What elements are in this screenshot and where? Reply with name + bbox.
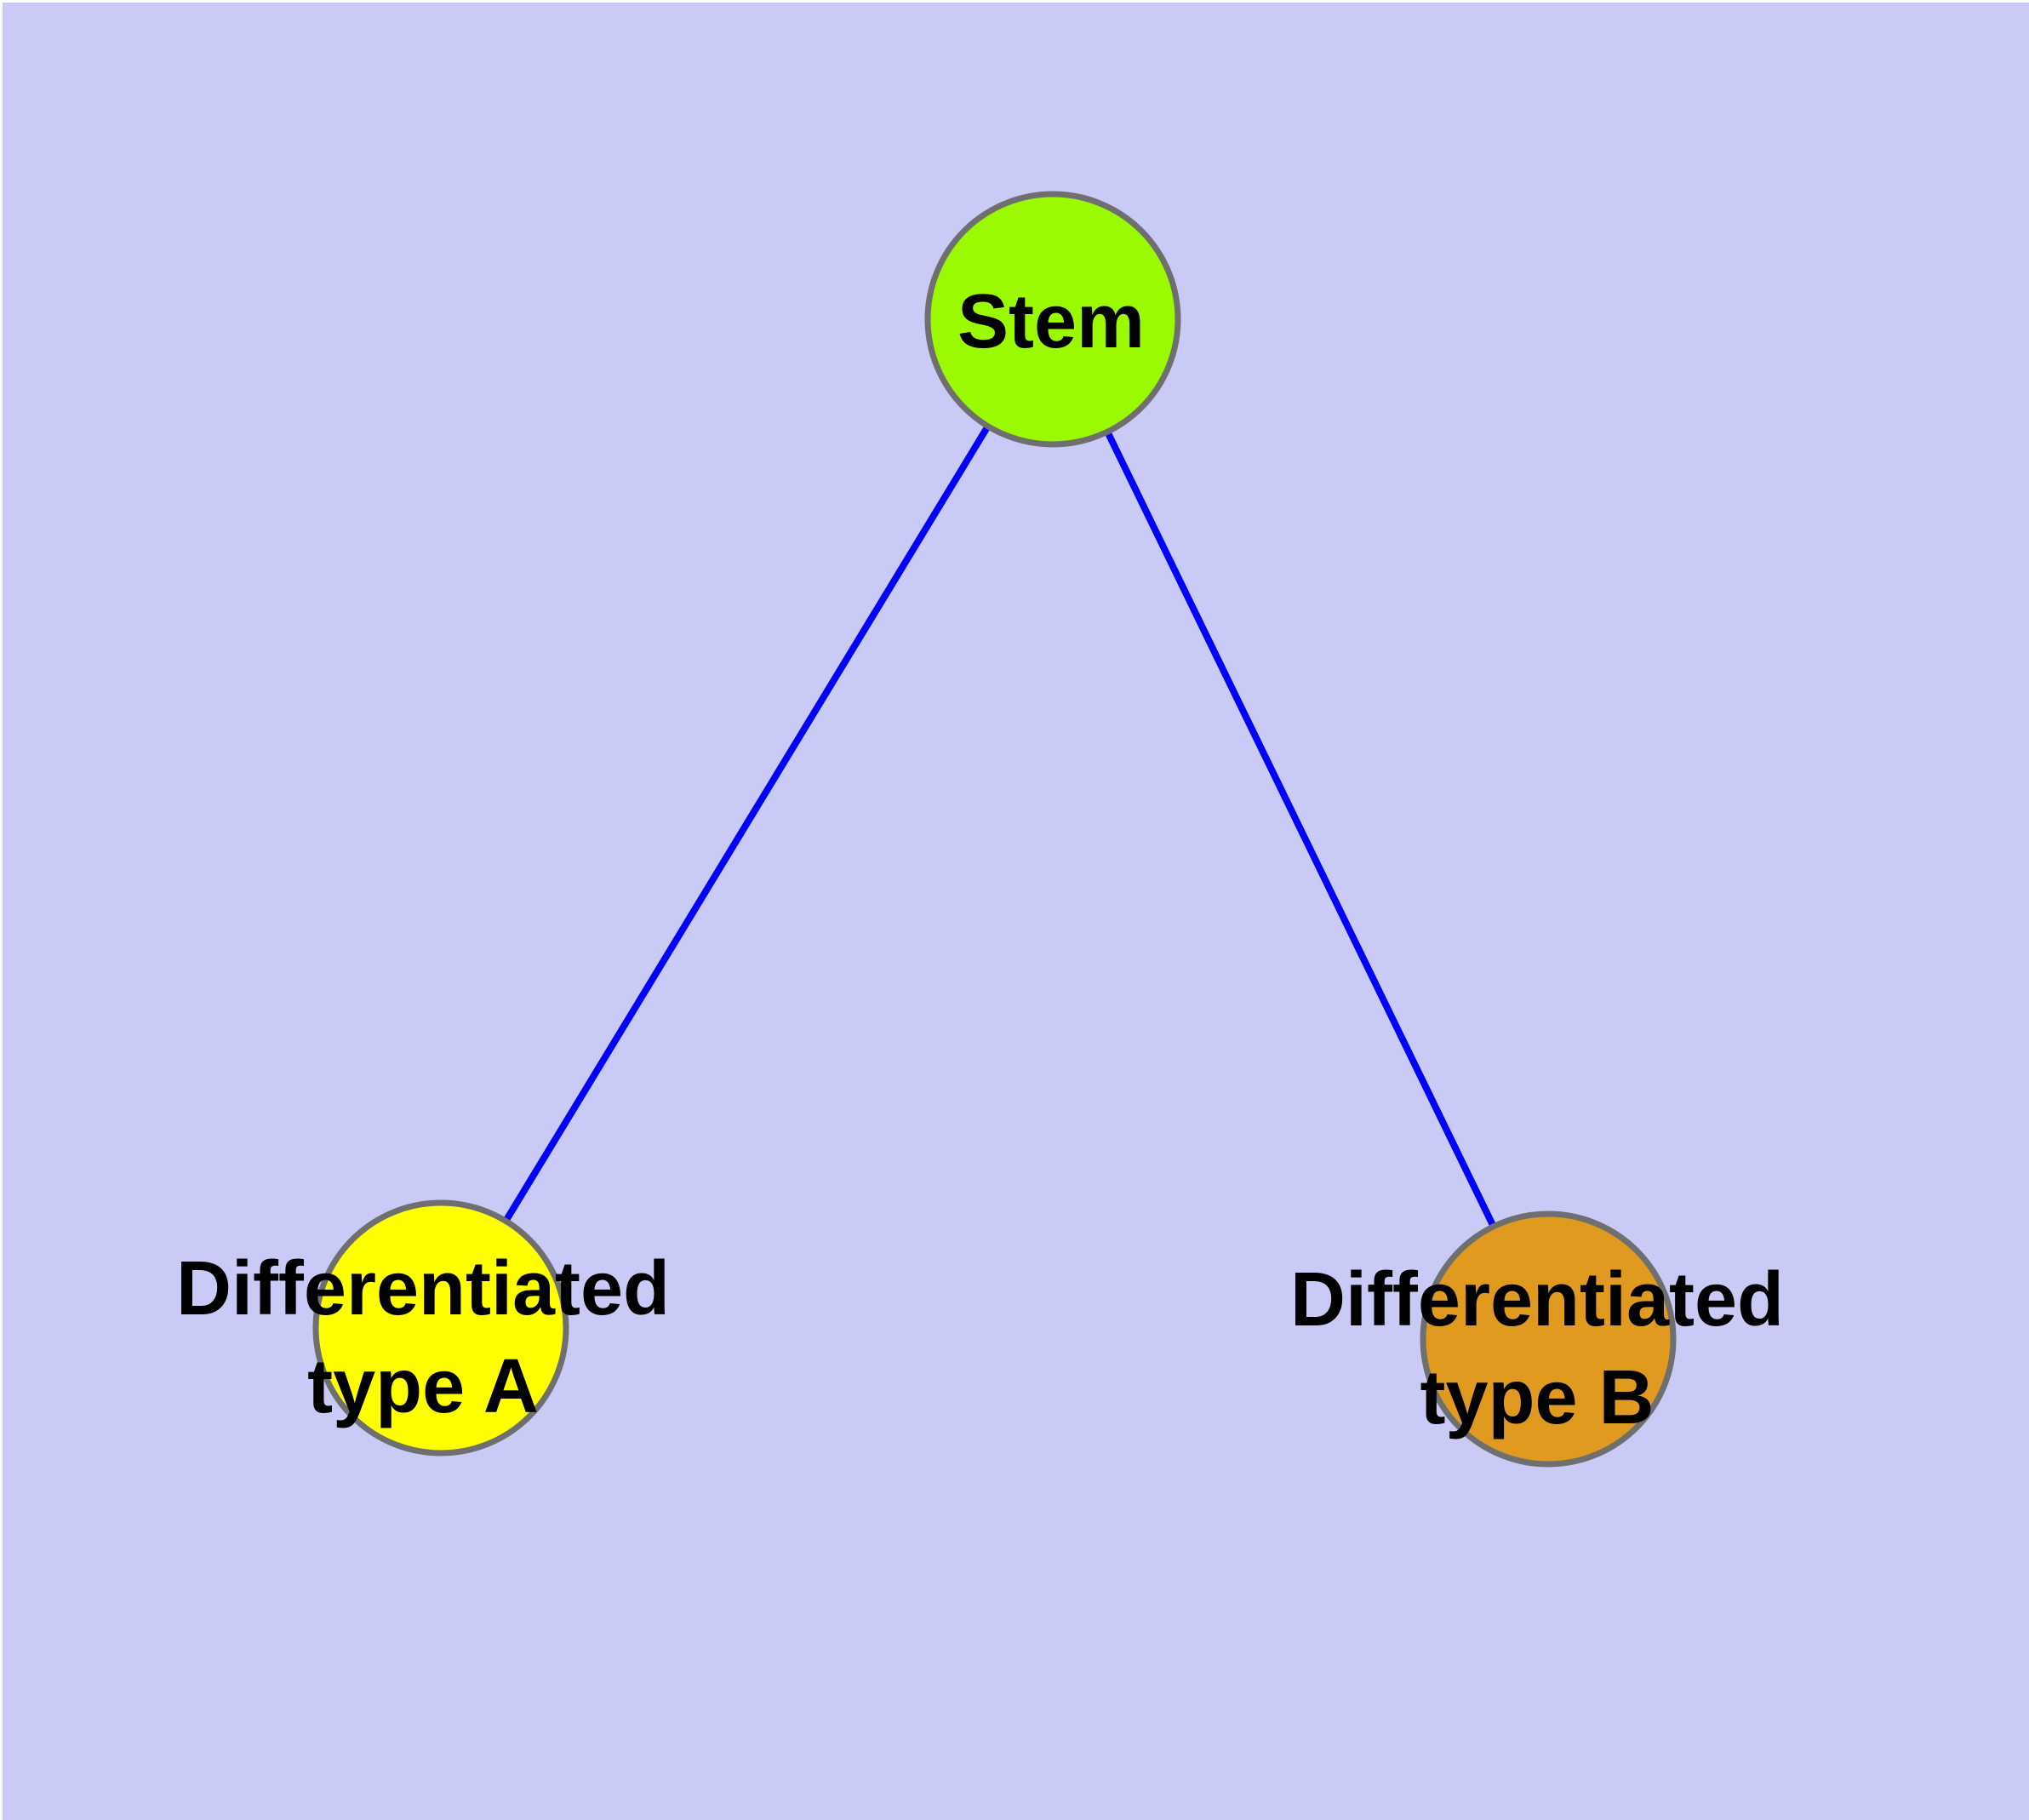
node-type-b-label-line2: type B <box>1420 1355 1654 1440</box>
node-stem-circle <box>924 191 1181 448</box>
edge-stem-to-type-a <box>437 317 1056 1331</box>
node-type-a-label-line2: type A <box>307 1344 539 1429</box>
node-type-a-label-line1: Differentiated <box>176 1246 670 1331</box>
node-type-a-circle <box>312 1199 569 1457</box>
node-type-b-label-line1: Differentiated <box>1290 1257 1784 1342</box>
edge-stem-to-type-b <box>1049 318 1552 1341</box>
node-type-b-circle <box>1420 1210 1677 1468</box>
node-stem-label: Stem <box>957 279 1145 364</box>
